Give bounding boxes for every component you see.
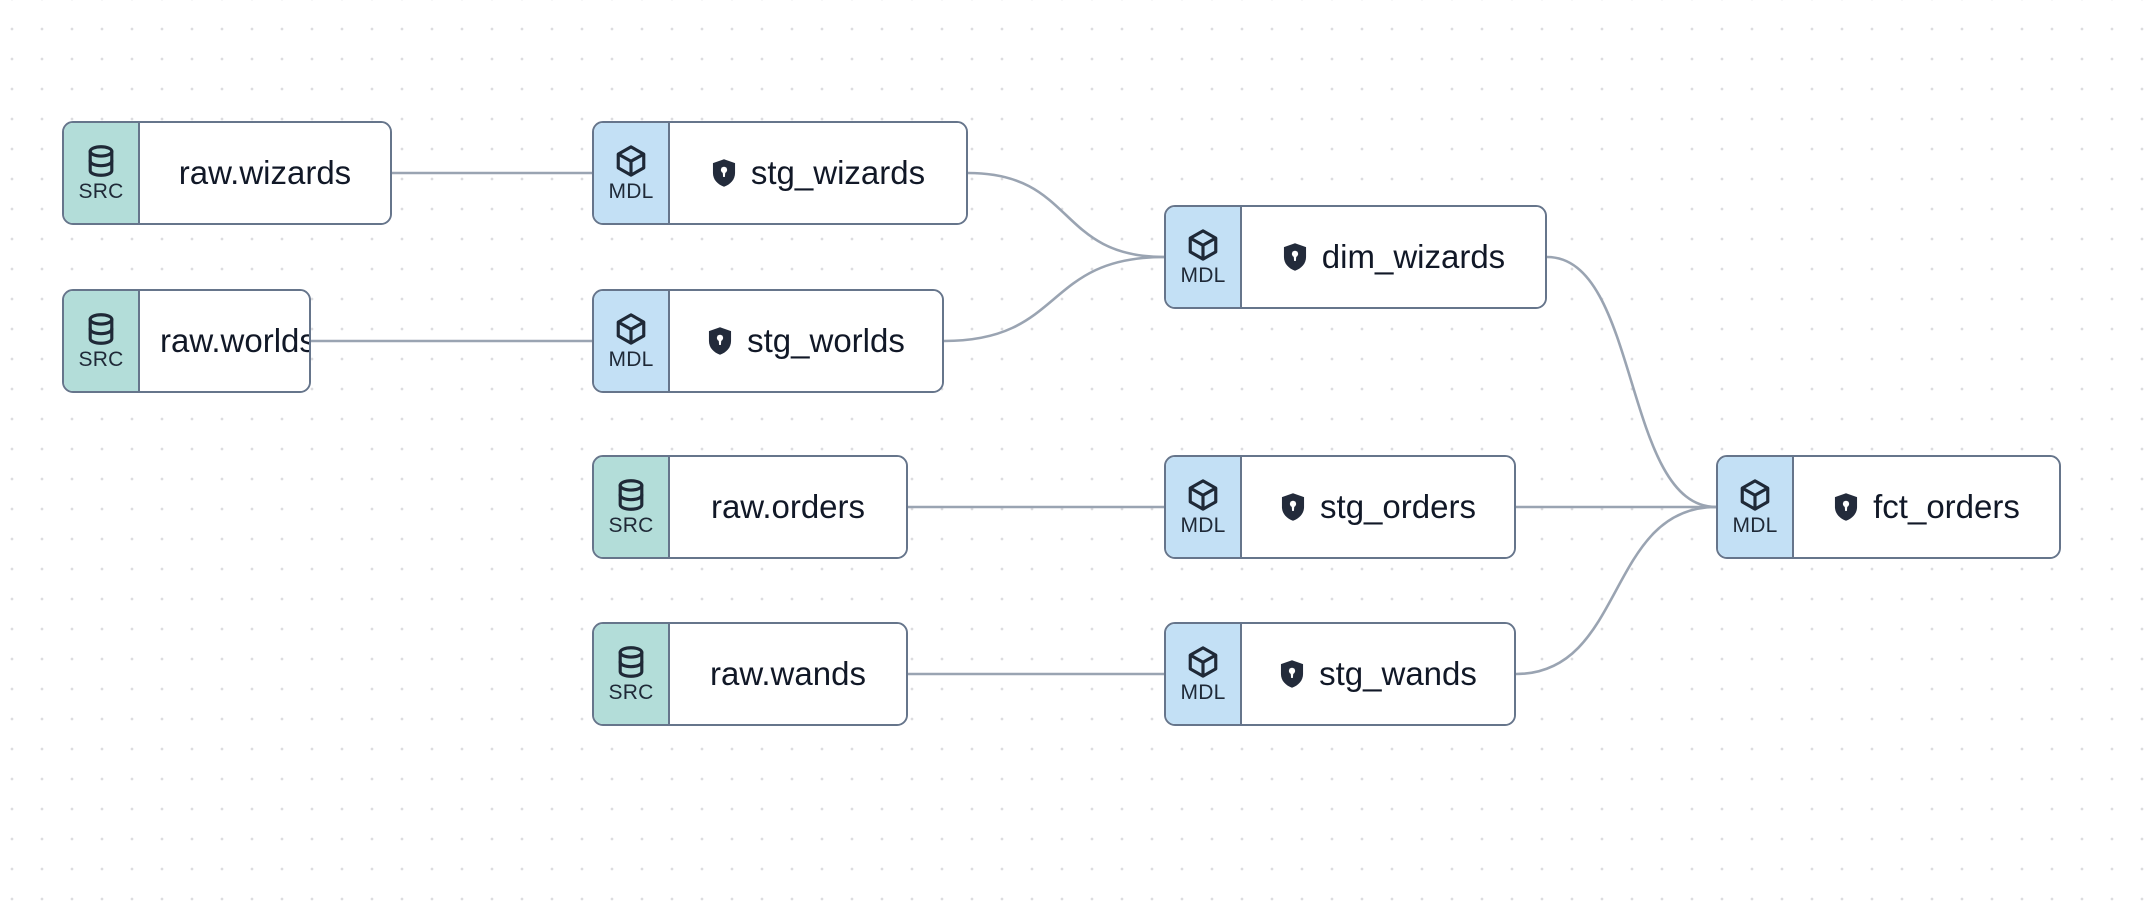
- cube-icon: [1737, 477, 1773, 513]
- edge-stg_wizards-to-dim_wizards: [967, 171, 1165, 259]
- graph-node-stg_wands[interactable]: MDL stg_wands: [1164, 622, 1516, 726]
- cube-icon: [613, 311, 649, 347]
- node-label: stg_orders: [1320, 488, 1476, 525]
- node-type-label: MDL: [1180, 514, 1226, 537]
- node-type-label: SRC: [608, 681, 654, 704]
- node-label: raw.worlds: [160, 322, 311, 359]
- node-label: raw.wizards: [178, 154, 352, 191]
- shield-lock-icon: [1279, 659, 1305, 689]
- node-body: raw.wands: [670, 624, 906, 724]
- node-type-badge-src: SRC: [64, 123, 140, 223]
- node-body: raw.orders: [670, 457, 906, 557]
- graph-node-stg_orders[interactable]: MDL stg_orders: [1164, 455, 1516, 559]
- graph-node-dim_wizards[interactable]: MDL dim_wizards: [1164, 205, 1547, 309]
- node-type-label: SRC: [78, 180, 124, 203]
- node-type-badge-src: SRC: [594, 624, 670, 724]
- node-type-badge-mdl: MDL: [594, 291, 670, 391]
- node-label: stg_wizards: [750, 154, 926, 191]
- node-type-badge-mdl: MDL: [1166, 624, 1242, 724]
- shield-lock-icon: [1833, 492, 1859, 522]
- node-label: raw.orders: [710, 488, 866, 525]
- graph-node-raw_wands[interactable]: SRC raw.wands: [592, 622, 908, 726]
- node-label: stg_wands: [1319, 655, 1477, 692]
- node-label: fct_orders: [1873, 488, 2020, 525]
- node-type-badge-mdl: MDL: [1166, 207, 1242, 307]
- node-body: dim_wizards: [1242, 207, 1545, 307]
- node-label: stg_worlds: [747, 322, 905, 359]
- cube-icon: [613, 143, 649, 179]
- node-type-badge-src: SRC: [594, 457, 670, 557]
- shield-lock-icon: [707, 326, 733, 356]
- node-label: raw.wands: [710, 655, 866, 692]
- graph-node-raw_wizards[interactable]: SRC raw.wizards: [62, 121, 392, 225]
- node-body: stg_orders: [1242, 457, 1514, 557]
- node-type-badge-src: SRC: [64, 291, 140, 391]
- node-type-label: SRC: [608, 514, 654, 537]
- node-type-badge-mdl: MDL: [594, 123, 670, 223]
- node-type-badge-mdl: MDL: [1166, 457, 1242, 557]
- node-type-label: MDL: [608, 348, 654, 371]
- node-type-label: MDL: [608, 180, 654, 203]
- database-icon: [83, 311, 119, 347]
- node-type-label: MDL: [1180, 681, 1226, 704]
- database-icon: [613, 477, 649, 513]
- node-body: raw.worlds: [140, 291, 311, 391]
- graph-node-raw_orders[interactable]: SRC raw.orders: [592, 455, 908, 559]
- node-body: fct_orders: [1794, 457, 2059, 557]
- shield-lock-icon: [1280, 492, 1306, 522]
- graph-node-stg_worlds[interactable]: MDL stg_worlds: [592, 289, 944, 393]
- cube-icon: [1185, 227, 1221, 263]
- edge-stg_worlds-to-dim_wizards: [943, 255, 1165, 343]
- node-type-label: MDL: [1180, 264, 1226, 287]
- graph-node-fct_orders[interactable]: MDL fct_orders: [1716, 455, 2061, 559]
- node-body: stg_worlds: [670, 291, 942, 391]
- edge-stg_wands-to-fct_orders: [1515, 505, 1717, 676]
- edge-dim_wizards-to-fct_orders: [1546, 255, 1717, 509]
- graph-node-stg_wizards[interactable]: MDL stg_wizards: [592, 121, 968, 225]
- database-icon: [613, 644, 649, 680]
- node-body: stg_wizards: [670, 123, 966, 223]
- node-type-label: MDL: [1732, 514, 1778, 537]
- cube-icon: [1185, 644, 1221, 680]
- cube-icon: [1185, 477, 1221, 513]
- database-icon: [83, 143, 119, 179]
- shield-lock-icon: [711, 158, 737, 188]
- graph-node-raw_worlds[interactable]: SRC raw.worlds: [62, 289, 311, 393]
- shield-lock-icon: [1282, 242, 1308, 272]
- node-type-badge-mdl: MDL: [1718, 457, 1794, 557]
- node-body: raw.wizards: [140, 123, 390, 223]
- node-type-label: SRC: [78, 348, 124, 371]
- node-label: dim_wizards: [1321, 238, 1506, 275]
- node-body: stg_wands: [1242, 624, 1514, 724]
